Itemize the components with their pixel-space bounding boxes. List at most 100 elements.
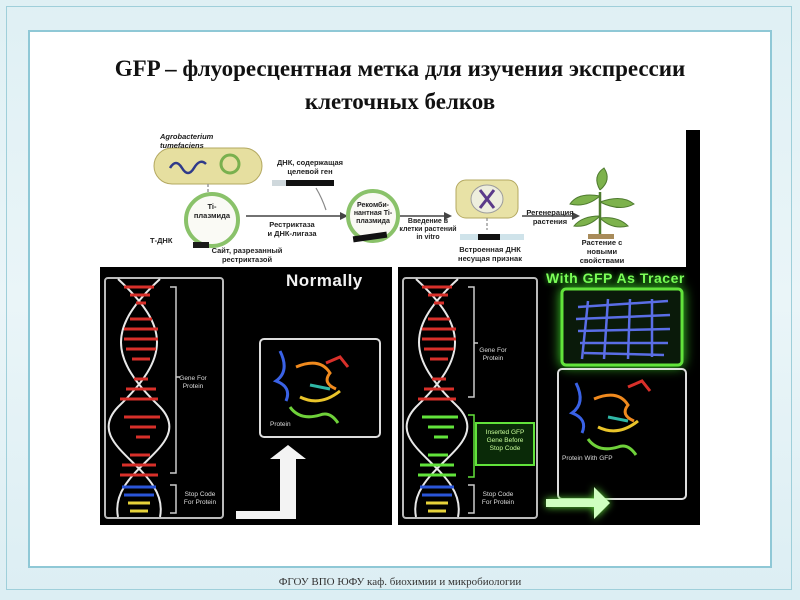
recombinant-insert — [352, 231, 388, 243]
label-stop-normal-line1: Stop Code — [184, 491, 216, 498]
gfp-dna-rungs-stop — [420, 485, 454, 513]
slide-title-line1: GFP – флуоресцентная метка для изучения … — [114, 56, 686, 81]
gfp-protein-ribbon — [568, 379, 652, 456]
panel-gfp-graphic — [405, 278, 687, 519]
label-new-plant-line2: новыми — [586, 247, 618, 256]
label-insert-gfp-line1: Inserted GFP — [485, 429, 525, 436]
label-regeneration-line2: растения — [532, 217, 568, 226]
label-ti-plasmid-line1: Ti- — [207, 202, 217, 211]
label-stop-normal: Stop Code For Protein — [178, 491, 222, 507]
panel-gfp-title: With GFP As Tracer — [546, 270, 685, 286]
arrow-target-dna — [315, 187, 327, 211]
arrow-white — [236, 445, 306, 519]
panel-normally-title: Normally — [286, 271, 363, 290]
gfp-bracket-gene — [468, 286, 478, 398]
panel-normally-graphic — [107, 278, 381, 519]
gfp-dna-strand-b — [414, 278, 469, 518]
dna-rungs-stop — [122, 485, 156, 513]
gfp-dna-rungs-red — [418, 285, 456, 401]
label-recombinant-line2: нантная Ti- — [353, 210, 393, 217]
protein-ribbon — [272, 350, 350, 424]
transformation-diagram-graphic — [153, 147, 635, 248]
label-introduction-line3: in vitro — [416, 234, 440, 241]
dna-strand-a — [107, 278, 162, 518]
label-cut-site-line1: Сайт, разрезанный — [211, 246, 283, 255]
label-regeneration-line1: Регенерация — [526, 208, 574, 217]
recombinant-plasmid — [346, 189, 400, 243]
label-agrobacterium-line2: tumefaciens — [160, 141, 204, 150]
chromosome — [478, 189, 496, 209]
dna-frame-normal — [104, 277, 224, 519]
label-recombinant: Рекомби- нантная Ti- плазмида — [349, 202, 397, 226]
slide-title-line2: клеточных белков — [304, 89, 496, 114]
label-stop-normal-line2: For Protein — [183, 499, 217, 506]
bacterial-chromosome — [168, 160, 207, 175]
panel-normally: Normally — [100, 267, 392, 525]
dna-rungs-red — [120, 285, 160, 477]
target-dna-fragment — [286, 180, 334, 186]
diagram-dark-edge — [686, 130, 700, 268]
label-enzymes-line2: и ДНК-лигаза — [267, 229, 317, 238]
label-agrobacterium-line1: Agrobacterium — [160, 132, 214, 141]
slide-footer: ФГОУ ВПО ЮФУ каф. биохимии и микробиолог… — [278, 576, 522, 588]
label-enzymes-line1: Рестриктаза — [269, 220, 315, 229]
embedded-dna-insert — [478, 234, 500, 240]
label-protein-normal: Protein — [270, 421, 291, 428]
label-target-dna-line2: целевой ген — [287, 167, 333, 176]
label-insert-gfp-line3: Stop Code — [489, 445, 521, 452]
bracket-stop — [170, 484, 177, 514]
gfp-barrel-ribbon — [575, 298, 671, 360]
label-t-dna: Т-ДНК — [150, 236, 173, 245]
panel-gfp: With GFP As Tracer — [398, 267, 700, 525]
bracket-gene — [170, 286, 180, 474]
t-dna-segment — [193, 242, 209, 248]
gfp-dna-strand-a — [405, 278, 460, 518]
label-introduction-line2: клетки растений — [399, 226, 457, 233]
plant-leaves — [569, 167, 635, 228]
label-embedded-dna-line1: Встроенная ДНК — [459, 245, 521, 254]
embedded-dna-right — [500, 234, 524, 240]
label-new-plant-line3: свойствами — [579, 256, 625, 265]
label-gene-normal: Gene For Protein — [178, 375, 208, 391]
label-insert-gfp: Inserted GFP Gene Before Stop Code — [478, 429, 532, 453]
gfp-insert-box — [475, 422, 535, 466]
label-gene-gfp: Gene For Protein — [476, 347, 510, 363]
label-stop-gfp: Stop Code For Protein — [476, 491, 520, 507]
arrow-3-head — [572, 212, 580, 220]
label-protein-gfp: Protein With GFP — [562, 455, 613, 462]
label-agrobacterium: Agrobacterium tumefaciens — [160, 132, 213, 150]
transformation-diagram: Agrobacterium tumefaciens Ti- плазмида Т… — [148, 130, 648, 268]
label-ti-plasmid-line2: плазмида — [193, 211, 231, 220]
label-new-plant: Растение с новыми свойствами — [572, 238, 632, 265]
gfp-bracket-stop — [468, 484, 475, 514]
label-gene-normal-line1: Gene For — [179, 375, 207, 382]
gfp-bracket-insert — [468, 414, 475, 478]
protein-frame — [259, 338, 381, 438]
label-stop-gfp-line1: Stop Code — [482, 491, 514, 498]
label-recombinant-line1: Рекомби- — [356, 202, 390, 209]
label-cut-site-line2: рестриктазой — [221, 255, 273, 264]
arrow-1-head — [340, 212, 348, 220]
slide-title: GFP – флуоресцентная метка для изучения … — [40, 52, 760, 118]
arrow-2-head — [444, 212, 452, 220]
label-gene-gfp-line2: Protein — [482, 355, 504, 362]
dna-strand-b — [116, 278, 171, 518]
label-cut-site: Сайт, разрезанный рестриктазой — [202, 246, 292, 264]
label-enzymes: Рестриктаза и ДНК-лигаза — [254, 220, 330, 238]
label-introduction-line1: Введение в — [407, 218, 449, 225]
label-ti-plasmid: Ti- плазмида — [190, 202, 234, 220]
arrow-green — [546, 487, 610, 519]
ti-plasmid-small — [219, 153, 241, 175]
label-stop-gfp-line2: For Protein — [481, 499, 515, 506]
plant-soil — [588, 234, 614, 239]
ti-plasmid-large — [184, 192, 240, 248]
gfp-protein-frame — [557, 368, 687, 500]
label-insert-gfp-line2: Gene Before — [486, 437, 524, 444]
slide-outer-frame — [6, 6, 792, 590]
label-gene-gfp-line1: Gene For — [479, 347, 507, 354]
label-new-plant-line1: Растение с — [581, 238, 623, 247]
label-recombinant-line3: плазмида — [356, 218, 390, 225]
label-embedded-dna: Встроенная ДНК несущая признак — [448, 245, 532, 263]
label-introduction: Введение в клетки растений in vitro — [398, 218, 458, 242]
label-gene-normal-line2: Protein — [182, 383, 204, 390]
